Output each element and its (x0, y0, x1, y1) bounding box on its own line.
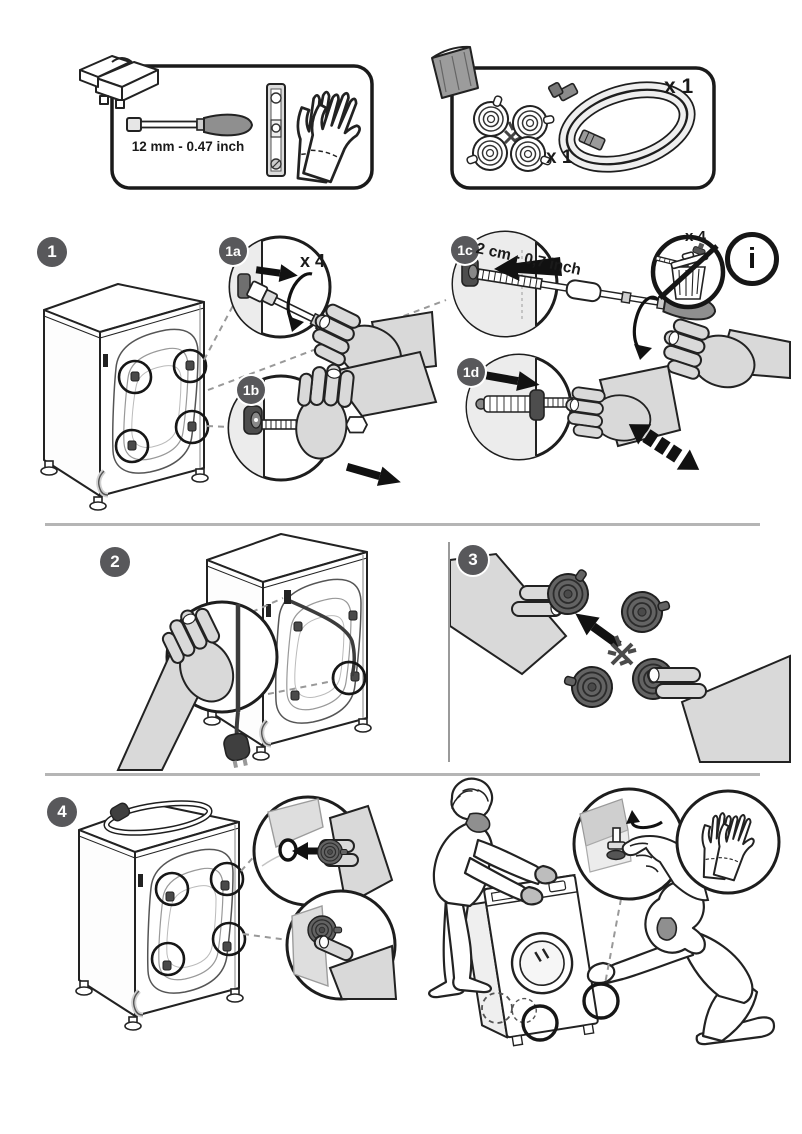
washer-back-view (76, 804, 243, 1030)
detail-gloves (675, 789, 781, 895)
power-cord-coiled (103, 800, 213, 836)
step4-cap-installation (76, 795, 398, 1030)
bolt-grommet (461, 257, 479, 287)
cord-clip-marker (331, 660, 367, 696)
zoom-connectors (240, 851, 289, 941)
hand-with-cap (316, 804, 394, 907)
insert-arrow (485, 371, 540, 391)
hand-step2 (116, 601, 246, 771)
step1b-badge: 1b (237, 376, 265, 404)
foot-marker (521, 1004, 559, 1042)
step1d-badge: 1d (457, 358, 485, 386)
cap-sprue (607, 635, 637, 666)
socket-size-label: 12 mm - 0.47 inch (131, 139, 245, 154)
info-icon: i (725, 232, 779, 286)
step3-badge: 3 (458, 545, 488, 575)
step1c-badge: 1c (451, 236, 479, 264)
step4-positioning (428, 777, 781, 1047)
step1a-badge: 1a (219, 237, 247, 265)
supplied-parts-box (431, 45, 716, 190)
foot-marker (582, 982, 620, 1020)
person-kneeling (586, 880, 776, 1046)
wiggle-arrow (628, 424, 700, 470)
pull-out-arrow (345, 462, 401, 486)
caps-quantity-label: x 1 (546, 147, 573, 168)
detail-1b (227, 350, 438, 486)
no-discard-icon (650, 234, 726, 310)
washer-front-tilted (462, 873, 599, 1047)
repeat-four-times-label: x 4 (300, 251, 326, 271)
power-plug-icon (223, 732, 251, 769)
detail-adjust-foot (572, 787, 710, 902)
detach-arrow (575, 613, 622, 649)
extract-arrow (494, 255, 562, 281)
toolbox-icon (79, 55, 159, 109)
washer-back-view (41, 284, 208, 510)
step4-badge: 4 (47, 797, 77, 827)
step1-illustration (41, 230, 791, 510)
cap-hole-markers (150, 861, 247, 977)
person-standing (428, 777, 558, 999)
detail-1d (465, 353, 700, 470)
detail-insert-cap (252, 795, 394, 907)
previous-foot-position (481, 992, 513, 1024)
section-divider-vertical (448, 542, 450, 762)
power-cord-on-panel (289, 599, 357, 677)
hand-1c (654, 315, 791, 398)
required-tools-box (79, 55, 374, 190)
hand-1b (291, 350, 438, 463)
step3-illustration (449, 552, 791, 763)
cord-to-plug (234, 711, 240, 737)
detail-press-cap (285, 889, 398, 1001)
bolt-grommet (243, 405, 263, 435)
leveling-foot (606, 827, 626, 861)
zoom-connectors (203, 299, 447, 428)
hose-end-fitting (578, 129, 606, 151)
loosen-arrow (255, 264, 298, 283)
step1-badge: 1 (37, 237, 67, 267)
detail-unclip-cord (116, 600, 279, 771)
transport-hole-caps-icon (460, 89, 558, 180)
water-inlet-hose-icon (547, 81, 696, 173)
keep-parts-quantity-label: x 4 (685, 228, 706, 245)
section-divider-horizontal (45, 523, 760, 526)
step2-badge: 2 (100, 547, 130, 577)
insert-arrow (292, 842, 326, 860)
zoom-connectors (251, 597, 334, 695)
cap (558, 659, 618, 713)
step2-illustration (116, 534, 371, 771)
hand-pressing (313, 935, 398, 1000)
zoom-connector (604, 898, 622, 985)
hand-right (647, 654, 791, 763)
plastic-bag-icon (431, 45, 479, 99)
bolt-hole-ring (278, 838, 298, 862)
detail-1c (451, 230, 791, 398)
hose-elbow-fitting (547, 81, 579, 102)
cap (616, 584, 676, 638)
spirit-level-icon (266, 83, 286, 177)
detail-1a (228, 235, 438, 391)
socket-wrench-icon (126, 113, 254, 137)
hose-quantity-label: x 1 (664, 75, 694, 98)
section-divider-horizontal (45, 773, 760, 776)
hand-1d (561, 364, 682, 448)
